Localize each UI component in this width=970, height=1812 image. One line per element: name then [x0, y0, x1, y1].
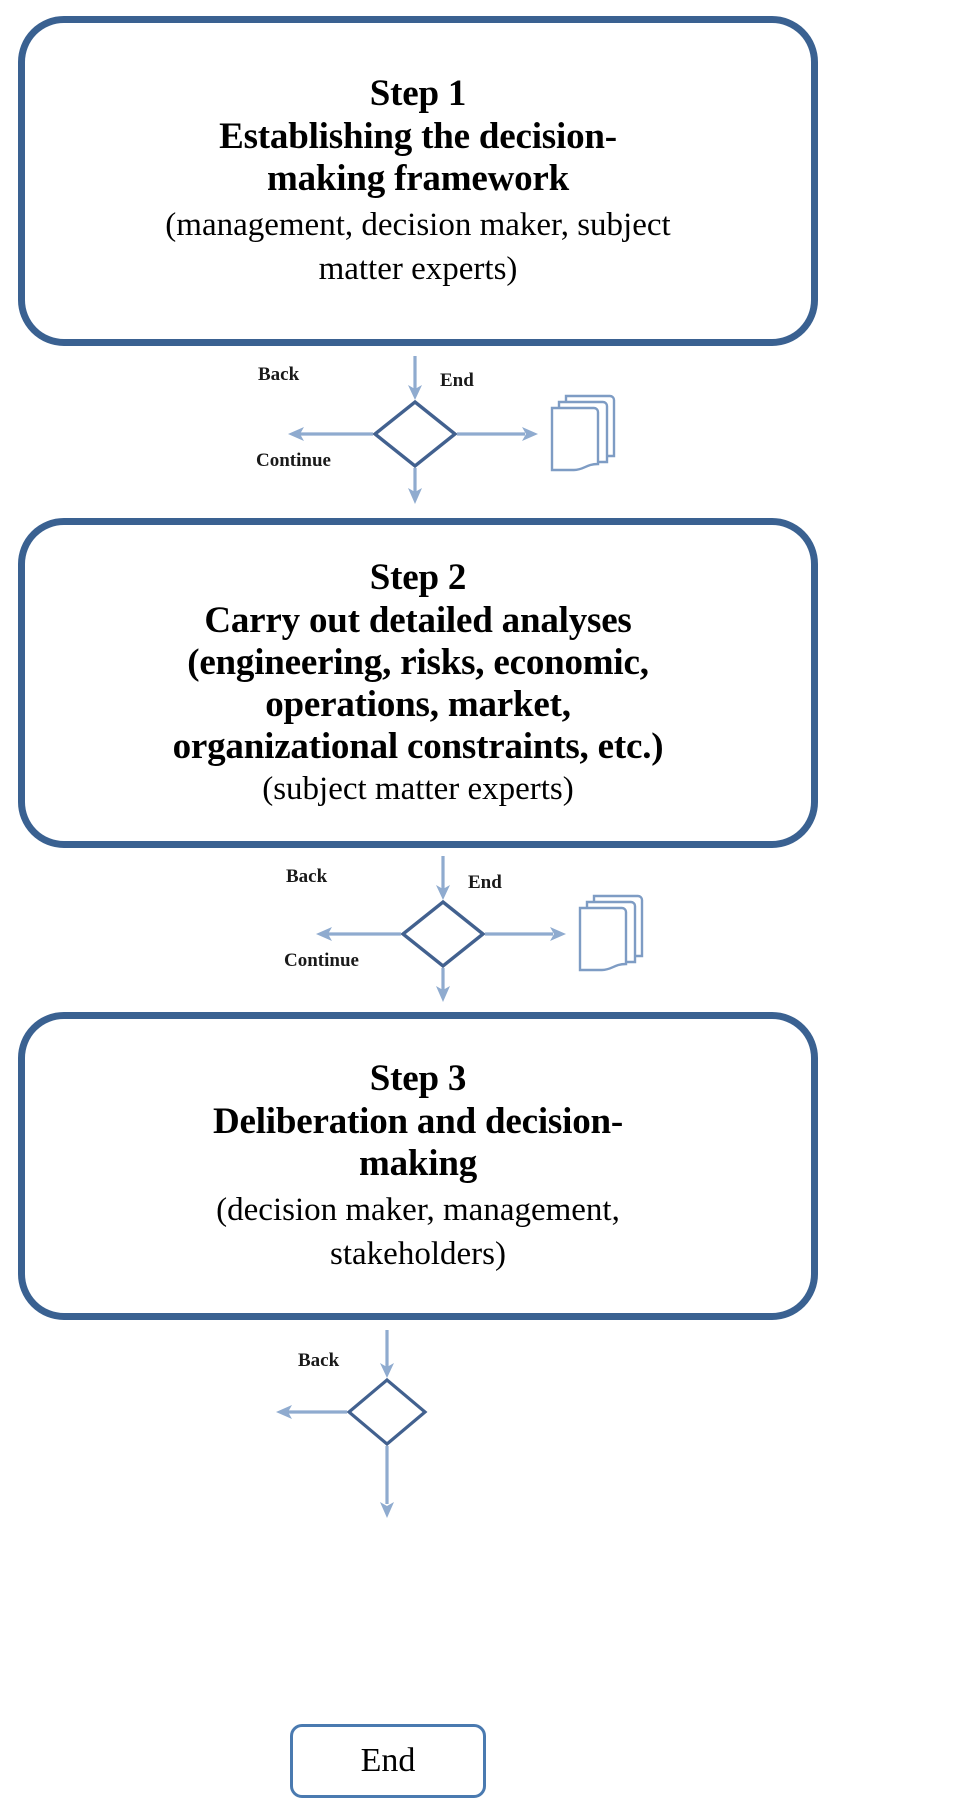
end-terminal-box[interactable]: End	[290, 1724, 486, 1798]
step-2-title-line-3: (engineering, risks, economic,	[187, 641, 649, 683]
connector-2: Back End Continue	[0, 852, 970, 1010]
step-3-subtitle-line-2: stakeholders)	[330, 1236, 506, 1273]
step-2-title-line-4: operations, market,	[265, 683, 571, 725]
arrow-down-into-diamond-1	[408, 356, 422, 400]
connector-1-end-label: End	[440, 370, 474, 391]
decision-diamond-3	[346, 1377, 428, 1447]
step-2-title-line-1: Step 2	[369, 557, 467, 599]
decision-diamond-2	[400, 899, 486, 969]
step-1-title-line-3: making framework	[266, 157, 569, 199]
arrow-left-back-3	[276, 1405, 347, 1419]
step-3-title-line-2: Deliberation and decision-	[212, 1100, 624, 1142]
connector-3: Back	[0, 1326, 970, 1526]
connector-2-back-label: Back	[286, 866, 328, 887]
arrow-down-continue-1	[408, 468, 422, 504]
connector-1-back-label: Back	[258, 364, 300, 385]
step-box-1[interactable]: Step 1 Establishing the decision- making…	[18, 16, 818, 346]
connector-2-continue-label: Continue	[284, 950, 359, 971]
step-1-title-line-1: Step 1	[369, 73, 467, 115]
document-stack-icon-2	[578, 894, 644, 972]
step-1-subtitle-line-2: matter experts)	[318, 251, 518, 288]
connector-1: Back End Continue	[0, 352, 970, 512]
connector-3-back-label: Back	[298, 1350, 340, 1371]
step-3-subtitle-line-1: (decision maker, management,	[216, 1191, 620, 1228]
arrow-right-end-2	[485, 927, 566, 941]
document-stack-icon-1	[550, 394, 616, 472]
connector-2-end-label: End	[468, 872, 502, 893]
arrow-down-to-end-3	[380, 1446, 394, 1518]
step-1-subtitle-line-1: (management, decision maker, subject	[165, 206, 671, 243]
decision-diamond-1	[372, 399, 458, 469]
step-2-title-line-5: organizational constraints, etc.)	[172, 726, 664, 768]
step-3-title-line-3: making	[358, 1142, 478, 1184]
step-box-3[interactable]: Step 3 Deliberation and decision- making…	[18, 1012, 818, 1320]
arrow-right-end-1	[457, 427, 538, 441]
arrow-down-into-diamond-2	[436, 856, 450, 900]
arrow-down-continue-2	[436, 968, 450, 1002]
step-2-title-line-2: Carry out detailed analyses	[204, 599, 632, 641]
step-2-subtitle-line-1: (subject matter experts)	[262, 771, 574, 808]
step-3-title-line-1: Step 3	[369, 1058, 467, 1100]
connector-2-graphics	[316, 856, 644, 1002]
step-1-title-line-2: Establishing the decision-	[219, 115, 617, 157]
end-terminal-label: End	[360, 1742, 416, 1779]
arrow-left-back-2	[316, 927, 401, 941]
arrow-left-back-1	[288, 427, 373, 441]
connector-1-continue-label: Continue	[256, 450, 331, 471]
step-box-2[interactable]: Step 2 Carry out detailed analyses (engi…	[18, 518, 818, 848]
arrow-down-into-diamond-3	[380, 1330, 394, 1378]
connector-3-graphics	[276, 1330, 428, 1518]
connector-1-graphics	[288, 356, 616, 504]
